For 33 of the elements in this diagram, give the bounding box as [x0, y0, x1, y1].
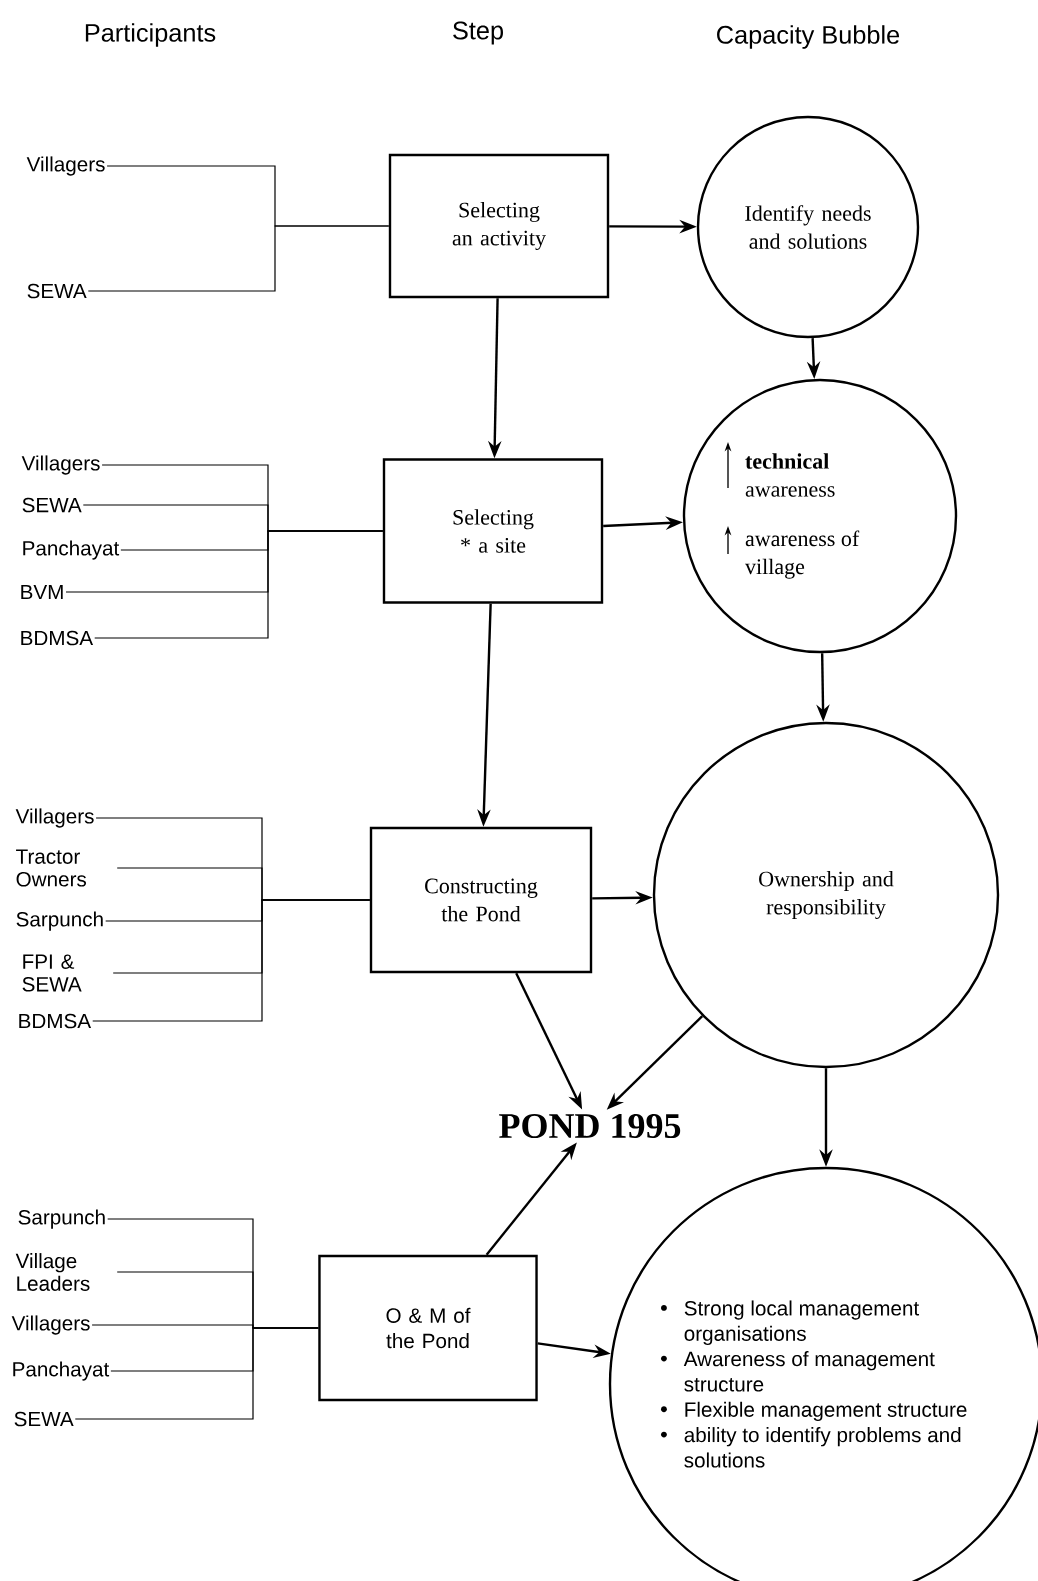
- participant-label: SEWA: [14, 1411, 74, 1427]
- bracket-line: [74, 1327, 319, 1420]
- column-heading: Participants: [85, 23, 216, 47]
- participant-label: FPI & SEWA: [22, 954, 82, 992]
- participant-label: BDMSA: [19, 1013, 92, 1029]
- participant-label: Villagers: [11, 1315, 90, 1335]
- bracket-line: [87, 225, 390, 292]
- participant-label: Panchayat: [13, 1361, 110, 1381]
- participant-label: Sarpunch: [16, 911, 103, 931]
- participant-label: Sarpunch: [18, 1209, 105, 1229]
- step-box: Constructing the Pond: [369, 826, 593, 974]
- step-box: Selecting * a site: [382, 458, 604, 604]
- bracket-line: [94, 530, 384, 639]
- column-heading: Capacity Bubble: [717, 25, 900, 49]
- outcome-label: POND 1995: [499, 1113, 681, 1139]
- participant-label: Villagers: [21, 455, 100, 475]
- participant-label: Village Leaders: [15, 1253, 90, 1291]
- participant-label: SEWA: [27, 283, 87, 299]
- column-heading: Step: [453, 21, 503, 45]
- bracket-line: [92, 899, 371, 1022]
- capacity-bubble: Strong local management organisations Awareness of management structure Flexible management structure ability to identify problems and solutions: [608, 1166, 1038, 1581]
- participant-label: Tractor Owners: [16, 849, 87, 887]
- participant-label: Villagers: [15, 808, 94, 828]
- participant-label: BDMSA: [21, 630, 94, 646]
- step-box: O & M of the Pond: [318, 1254, 538, 1402]
- capacity-bubble: Ownership and responsibility: [652, 721, 1000, 1069]
- step-box: Selecting an activity: [388, 153, 610, 299]
- participant-label: BVM: [21, 584, 63, 600]
- participant-label: SEWA: [22, 497, 82, 513]
- capacity-bubble: technical awareness awareness of village: [682, 378, 958, 654]
- participant-label: Panchayat: [23, 540, 120, 560]
- participant-label: Villagers: [26, 156, 105, 176]
- capacity-bubble: Identify needs and solutions: [696, 115, 920, 339]
